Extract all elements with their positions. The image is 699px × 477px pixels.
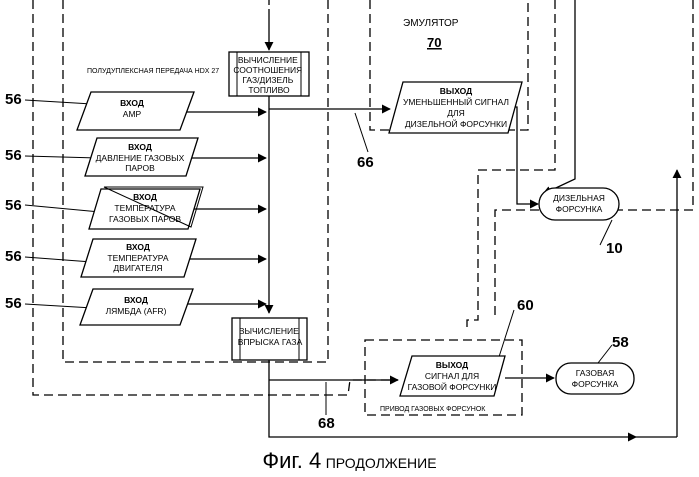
svg-text:ФОРСУНКА: ФОРСУНКА [572,379,619,389]
caption-main: Фиг. 4 [262,448,321,473]
input-line: ДАВЛЕНИЕ ГАЗОВЫХ [96,153,185,163]
ref-10: 10 [606,240,623,257]
ref-56: 56 [5,147,22,164]
leader-58 [598,345,612,363]
output-title: ВЫХОД [440,86,472,96]
svg-text:ГАЗОВАЯ: ГАЗОВАЯ [576,368,614,378]
gas-drive-label: ПРИВОД ГАЗОВЫХ ФОРСУНОК [380,406,486,413]
ref-56: 56 [5,91,22,108]
input-title: ВХОД [133,192,157,202]
ref-56: 56 [5,248,22,265]
output-gas-signal: ВЫХОД СИГНАЛ ДЛЯ ГАЗОВОЙ ФОРСУНКИ [400,356,505,396]
input-line: ЛЯМБДА (AFR) [106,306,167,316]
input-title: ВХОД [124,295,148,305]
input-gas-temperature: ВХОД ТЕМПЕРАТУРА ГАЗОВЫХ ПАРОВ [89,187,203,229]
leader-56-2 [25,156,98,158]
output-line: СИГНАЛ ДЛЯ [425,371,479,381]
ref-56: 56 [5,197,22,214]
emulator-number: 70 [427,35,441,50]
leader-66 [355,113,368,152]
outer-dashed-boundary [33,0,398,395]
input-line: ТЕМПЕРАТУРА [114,203,176,213]
input-line: ГАЗОВЫХ ПАРОВ [109,214,181,224]
svg-text:ФОРСУНКА: ФОРСУНКА [556,204,603,214]
right-dashed-boundary-1 [467,0,555,327]
leader-60 [498,310,514,360]
input-line: АМР [123,109,142,119]
input-title: ВХОД [126,242,150,252]
emulator-label: ЭМУЛЯТОР [403,18,459,29]
ref-58: 58 [612,334,629,351]
input-title: ВХОД [120,98,144,108]
input-line: ПАРОВ [125,163,155,173]
output-line: УМЕНЬШЕННЫЙ СИГНАЛ [403,96,509,107]
figure-caption: Фиг. 4 ПРОДОЛЖЕНИЕ [0,448,699,474]
injection-box-text: ВЫЧИСЛЕНИЕ ВПРЫСКА ГАЗА [238,326,303,347]
ref-66: 66 [357,154,374,171]
output-title: ВЫХОД [436,360,468,370]
ref-60: 60 [517,297,534,314]
leader-56-5 [25,304,93,308]
caption-sub: ПРОДОЛЖЕНИЕ [326,455,437,471]
output-line: ГАЗОВОЙ ФОРСУНКИ [408,381,497,392]
input-line: ДВИГАТЕЛЯ [113,263,162,273]
leader-56-1 [25,100,92,104]
svg-text:ДИЗЕЛЬНАЯ: ДИЗЕЛЬНАЯ [553,193,605,203]
input-amp: ВХОД АМР [77,92,194,130]
right-dashed-boundary-2 [495,0,693,320]
leader-56-4 [25,257,92,262]
input-line: ТЕМПЕРАТУРА [107,253,169,263]
arrow-to-diesel-injector [510,107,538,204]
ref-68: 68 [318,415,335,432]
input-lambda: ВХОД ЛЯМБДА (AFR) [80,289,193,325]
arrow-down-to-diesel-injector [543,0,575,194]
input-title: ВХОД [128,142,152,152]
input-gas-pressure: ВХОД ДАВЛЕНИЕ ГАЗОВЫХ ПАРОВ [85,138,198,176]
gas-injector-terminal: ГАЗОВАЯ ФОРСУНКА [556,363,634,394]
output-line: ДИЗЕЛЬНОЙ ФОРСУНКИ [405,118,507,129]
output-diesel-signal: ВЫХОД УМЕНЬШЕННЫЙ СИГНАЛ ДЛЯ ДИЗЕЛЬНОЙ Ф… [389,82,522,133]
ref-56: 56 [5,295,22,312]
output-line: ДЛЯ [447,108,464,118]
input-engine-temperature: ВХОД ТЕМПЕРАТУРА ДВИГАТЕЛЯ [81,239,196,277]
half-duplex-label: ПОЛУДУПЛЕКСНАЯ ПЕРЕДАЧА HDX 27 [87,68,219,75]
diesel-injector-terminal: ДИЗЕЛЬНАЯ ФОРСУНКА [539,188,619,220]
